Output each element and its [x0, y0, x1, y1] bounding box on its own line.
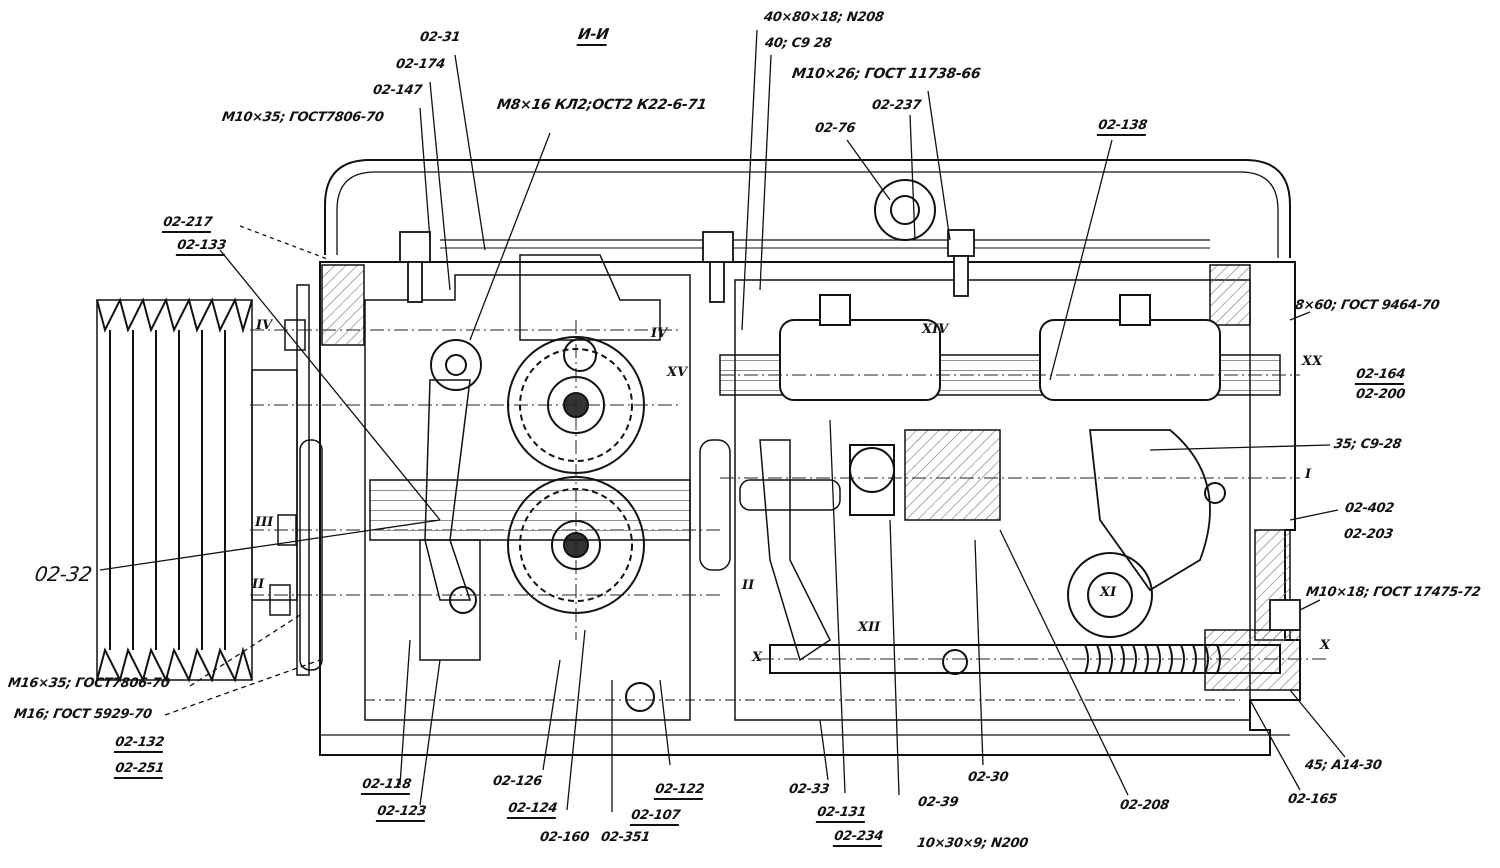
label-02-160: 02-160 [538, 830, 590, 845]
label-02-76: 02-76 [813, 121, 857, 136]
label-02-131: 02-131 [815, 805, 868, 823]
label-10x30-bearing: 10×30×9; N200 [915, 836, 1029, 851]
shaft-mark-xx: XX [1302, 354, 1323, 369]
label-m10x35-bolt: M10×35; ГОСТ7806-70 [220, 110, 385, 125]
label-02-124: 02-124 [506, 801, 559, 819]
label-m8x16-screw: M8×16 КЛ2;ОСТ2 К22-6-71 [495, 97, 708, 113]
shaft-mark-xiv: XIV [922, 322, 949, 337]
label-m10x18-bolt: M10×18; ГОСТ 17475-72 [1304, 585, 1482, 600]
label-02-126: 02-126 [491, 774, 543, 789]
shaft-mark-xv: XV [667, 365, 688, 380]
label-02-164: 02-164 [1354, 367, 1407, 385]
shaft-mark-i: I [1305, 467, 1312, 482]
label-02-203: 02-203 [1342, 527, 1394, 542]
shaft-mark-iv-mid: IV [651, 326, 668, 341]
label-45-a14-30: 45; A14-30 [1303, 758, 1383, 773]
label-02-200: 02-200 [1354, 387, 1406, 402]
label-02-165: 02-165 [1286, 792, 1338, 807]
shift-forks [779, 294, 1221, 401]
label-m16-nut: M16; ГОСТ 5929-70 [12, 707, 153, 722]
label-02-132: 02-132 [113, 735, 166, 753]
shaft-mark-x-right: X [1320, 638, 1331, 653]
label-m16x35-bolt: M16×35; ГОСТ7806-70 [6, 676, 171, 691]
top-cover [324, 159, 1291, 258]
label-02-122: 02-122 [653, 782, 706, 800]
label-02-208: 02-208 [1118, 798, 1170, 813]
label-02-234: 02-234 [832, 829, 885, 847]
shaft-mark-x-left: X [752, 650, 763, 665]
shaft-mark-ii-mid: II [742, 578, 755, 593]
wall-section-left [321, 264, 365, 346]
label-02-39: 02-39 [916, 795, 960, 810]
leader-lines [99, 29, 1346, 812]
shaft-mark-ii-left: II [252, 577, 265, 592]
shaft-mark-xii: XII [858, 620, 881, 635]
label-02-32: 02-32 [33, 562, 94, 586]
label-02-123: 02-123 [375, 804, 428, 822]
label-02-33: 02-33 [787, 782, 831, 797]
label-02-251: 02-251 [113, 761, 166, 779]
label-40-c9-28: 40; C9 28 [763, 36, 833, 51]
label-02-174: 02-174 [394, 57, 446, 72]
gear-train [419, 179, 1226, 712]
label-02-402: 02-402 [1343, 501, 1395, 516]
label-02-351: 02-351 [599, 830, 651, 845]
housing [319, 159, 1301, 756]
clamp-block [904, 429, 1001, 521]
wall-section-right [1209, 264, 1251, 326]
label-8x60-pin: 8×60; ГОСТ 9464-70 [1293, 298, 1441, 313]
label-02-217: 02-217 [161, 215, 214, 233]
label-35-c9-28: 35; C9-28 [1332, 437, 1403, 452]
label-02-31: 02-31 [418, 30, 462, 45]
splined-shaft-lower [369, 479, 691, 541]
section-title: И-И [576, 25, 610, 46]
shaft-mark-iii: III [255, 515, 274, 530]
label-02-30: 02-30 [966, 770, 1010, 785]
label-02-147: 02-147 [371, 83, 423, 98]
v-belt-pulley [96, 284, 323, 683]
label-02-138: 02-138 [1096, 118, 1149, 136]
center-lines [250, 320, 1330, 660]
label-bearing-40x80: 40×80×18; N208 [762, 10, 885, 25]
label-02-133: 02-133 [175, 238, 228, 256]
shaft-mark-xi: XI [1100, 585, 1117, 600]
bolts [399, 229, 1301, 631]
shaft-mark-iv-left: IV [256, 318, 273, 333]
label-02-107: 02-107 [629, 808, 682, 826]
label-02-118: 02-118 [360, 777, 413, 795]
gearbox-body [319, 261, 1301, 756]
label-02-237: 02-237 [870, 98, 922, 113]
label-m10x26-bolt: M10×26; ГОСТ 11738-66 [790, 66, 982, 82]
